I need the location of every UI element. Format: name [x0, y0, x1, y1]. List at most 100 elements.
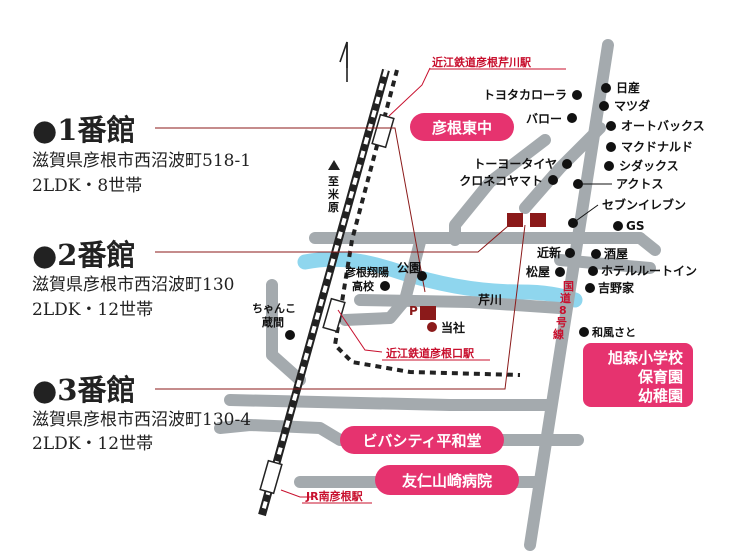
poi-dot-icon: [567, 113, 577, 123]
road-to-serikawa: [449, 134, 551, 246]
poi-leaders: [572, 183, 612, 224]
poi-dot-icon: [285, 330, 295, 340]
school-label-1: 彦根翔陽: [345, 265, 389, 279]
north-arrow-icon: [339, 41, 348, 82]
nissan-label: 日産: [616, 80, 640, 95]
direction-char-1: 至: [328, 175, 339, 188]
minamihikone-station-box: [259, 459, 283, 495]
station-leaders: [280, 67, 431, 498]
sakaya-label: 酒屋: [604, 247, 628, 261]
building-3-title: ●3番館: [32, 373, 135, 407]
chanko-label-2: 蔵間: [262, 315, 284, 329]
toyota-corolla-label: トヨタカローラ: [483, 88, 567, 102]
hikoneguchi-station-box: [322, 297, 346, 333]
building-3-address: 滋賀県彦根市西沼波町130-4: [32, 410, 251, 430]
actos-label: アクトス: [616, 177, 663, 191]
serikawa-river: [297, 251, 583, 308]
leader-bld1: [155, 127, 426, 293]
poi-dot-icon: [606, 121, 616, 131]
parking-label: P: [409, 304, 418, 318]
direction-arrow-icon: [328, 160, 340, 170]
hospital-pill: [375, 465, 519, 495]
building-2-marker: [507, 213, 523, 227]
poi-dot-icon: [555, 267, 565, 277]
west-loop-road: [266, 279, 306, 386]
building-2-address: 滋賀県彦根市西沼波町130: [32, 275, 234, 295]
higashi-chu-pill: [410, 113, 514, 141]
asahimori-school-label: 旭森小学校: [607, 349, 684, 367]
chanko-label-1: ちゃんこ: [252, 302, 296, 315]
building-1-units: 2LDK・8世帯: [32, 176, 142, 196]
direction-char-3: 原: [328, 201, 339, 214]
poi-dot-icon: [579, 327, 589, 337]
kuroneko-label: クロネコヤマト: [459, 174, 543, 188]
autobacs-label: オートバックス: [621, 119, 705, 133]
poi-dots: [285, 83, 623, 340]
mcdonalds-label: マクドナルド: [621, 140, 693, 154]
wafu-sato-label: 和風さと: [592, 325, 636, 339]
upper-road: [519, 122, 606, 214]
building-3-marker: [530, 213, 546, 227]
asahimori-kindergarten-label: 幼稚園: [638, 387, 683, 405]
poi-dot-icon: [585, 283, 595, 293]
hotel-road: [554, 254, 656, 274]
road-shoyo: [339, 236, 426, 326]
poi-dot-icon: [572, 90, 582, 100]
yoshinoya-label: 吉野家: [598, 280, 635, 295]
park-label: 公園: [397, 261, 421, 275]
building-2-units: 2LDK・12世帯: [32, 300, 153, 320]
poi-dot-icon: [548, 175, 558, 185]
poi-dot-icon: [588, 266, 598, 276]
poi-dot-icon: [606, 142, 616, 152]
gs-label: GS: [626, 219, 645, 233]
route8-char-3: 8: [559, 304, 567, 317]
route8-char-1: 国: [563, 280, 574, 293]
building-1-title: ●1番館: [32, 113, 135, 147]
south-road: [224, 394, 554, 411]
jr-line-dashed: [332, 69, 521, 377]
hotel-route-inn-label: ホテルルートイン: [601, 264, 697, 278]
seven-eleven-label: セブンイレブン: [602, 197, 686, 212]
railway-main: [258, 68, 390, 517]
matsuya-label: 松屋: [526, 264, 550, 279]
leader-lines: [155, 127, 526, 390]
direction-char-2: 米: [327, 187, 340, 201]
poi-dot-icon: [604, 161, 614, 171]
vivacity-pill: [340, 426, 504, 454]
kinshin-label: 近新: [537, 245, 561, 260]
route8-char-2: 道: [560, 291, 571, 305]
poi-dot-icon: [591, 249, 601, 259]
route8-char-4: 号: [556, 316, 567, 329]
building-2-title: ●2番館: [32, 238, 135, 272]
higashi-chu-label: 彦根東中: [432, 119, 492, 137]
serikawa-river-label: 芹川: [478, 292, 502, 307]
leader-bld3: [155, 224, 526, 390]
head-office-dot: [427, 322, 437, 332]
vivacity-label: ビバシティ平和堂: [362, 432, 481, 450]
building-3-units: 2LDK・12世帯: [32, 434, 153, 454]
mazda-label: マツダ: [614, 98, 650, 113]
building-1-marker: [420, 306, 436, 320]
head-office-label: 当社: [441, 320, 465, 335]
poi-dot-icon: [562, 159, 572, 169]
station-serikawa-label: 近江鉄道彦根芹川駅: [432, 55, 531, 69]
building-1-address: 滋賀県彦根市西沼波町518-1: [32, 151, 251, 171]
toyo-tire-label: トーヨータイヤ: [473, 157, 557, 171]
cdox-label: シダックス: [619, 158, 679, 173]
hospital-label: 友仁山崎病院: [402, 472, 492, 490]
poi-dot-icon: [599, 101, 609, 111]
asahimori-nursery-label: 保育園: [637, 368, 683, 386]
station-hikoneguchi-label: 近江鉄道彦根口駅: [386, 346, 474, 360]
barrow-label: バロー: [526, 112, 562, 126]
school-label-2: 高校: [352, 279, 375, 293]
roads: [214, 39, 661, 551]
poi-dot-icon: [565, 248, 575, 258]
route8-char-5: 線: [553, 327, 564, 341]
poi-dot-icon: [380, 281, 390, 291]
serikawa-station-box: [371, 113, 395, 149]
station-minamihikone-label: JR南彦根駅: [305, 489, 363, 503]
asahimori-box: [583, 343, 693, 407]
poi-dot-icon: [613, 221, 623, 231]
